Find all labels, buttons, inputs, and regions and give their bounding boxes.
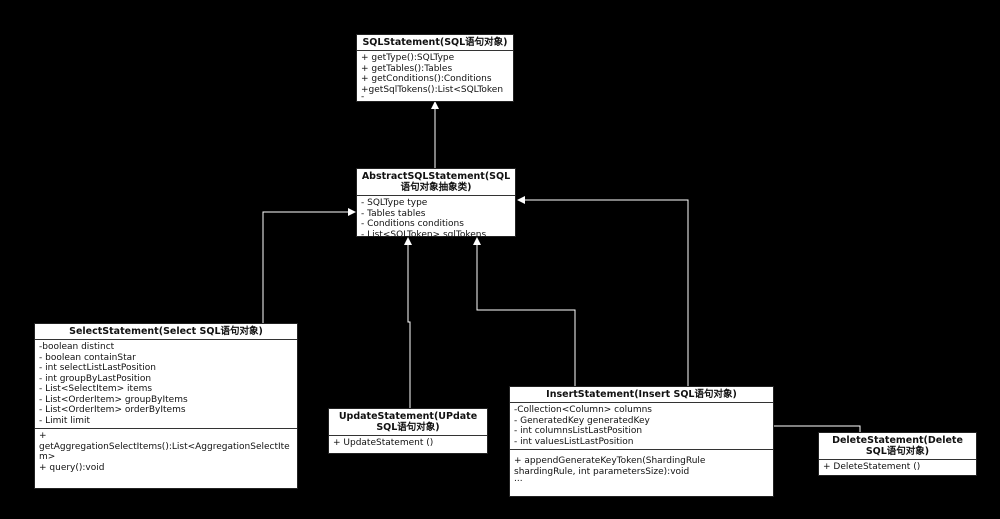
attribute-section: -boolean distinct - boolean containStar …	[35, 340, 297, 428]
attribute: - Limit limit	[39, 415, 91, 426]
method-section: + DeleteStatement ()	[819, 460, 976, 475]
attribute: - GeneratedKey generatedKey	[514, 415, 650, 426]
method: + query():void	[39, 462, 105, 473]
method: +getSqlTokens():List<SQLToken	[361, 84, 504, 95]
attribute: - int columnsListLastPosition	[514, 426, 643, 436]
attribute: - List<OrderItem> orderByItems	[39, 405, 186, 415]
attribute: - Conditions conditions	[361, 219, 464, 229]
attribute: -Collection<Column> columns	[514, 405, 652, 415]
attribute: - Tables tables	[361, 208, 426, 219]
attribute: - int valuesListLastPosition	[514, 436, 634, 447]
class-title: UpdateStatement(UPdate SQL语句对象)	[329, 409, 487, 436]
attribute: - int selectListLastPosition	[39, 363, 156, 373]
class-deletestatement: DeleteStatement(Delete SQL语句对象) + Delete…	[818, 432, 977, 476]
method-section: + UpdateStatement ()	[329, 436, 487, 451]
attribute: - int groupByLastPosition	[39, 373, 152, 384]
class-sqlstatement: SQLStatement(SQL语句对象) + getType():SQLTyp…	[356, 34, 514, 102]
class-insertstatement: InsertStatement(Insert SQL语句对象) -Collect…	[509, 386, 774, 497]
attribute: - List<SQLToken> sqlTokens	[361, 229, 487, 240]
method: + appendGenerateKeyToken(ShardingRule sh…	[514, 456, 706, 477]
method: ...	[514, 477, 523, 482]
method: + getType():SQLType	[361, 53, 455, 63]
inherit-select-to-abstract	[262, 208, 356, 323]
method: + DeleteStatement ()	[823, 462, 921, 472]
attribute: -boolean distinct	[39, 342, 115, 352]
method: +	[39, 431, 47, 441]
class-updatestatement: UpdateStatement(UPdate SQL语句对象) + Update…	[328, 408, 488, 454]
attribute: - boolean containStar	[39, 352, 136, 363]
class-title: DeleteStatement(Delete SQL语句对象)	[819, 433, 976, 460]
attribute-section: -Collection<Column> columns - GeneratedK…	[510, 403, 773, 449]
attribute: - List<OrderItem> groupByItems	[39, 394, 188, 405]
method: + getTables():Tables	[361, 63, 453, 74]
class-title: SQLStatement(SQL语句对象)	[357, 35, 513, 51]
class-abstract-sqlstatement: AbstractSQLStatement(SQL 语句对象抽象类) - SQLT…	[356, 168, 516, 240]
class-title: InsertStatement(Insert SQL语句对象)	[510, 387, 773, 403]
class-title: SelectStatement(Select SQL语句对象)	[35, 324, 297, 340]
method-section: + getAggregationSelectItems():List<Aggre…	[35, 428, 297, 475]
class-selectstatement: SelectStatement(Select SQL语句对象) -boolean…	[34, 323, 298, 489]
attribute: - List<SelectItem> items	[39, 384, 153, 394]
method-section: + appendGenerateKeyToken(ShardingRule sh…	[510, 449, 773, 484]
method: + getConditions():Conditions	[361, 74, 492, 84]
class-title: AbstractSQLStatement(SQL 语句对象抽象类)	[357, 169, 515, 196]
inherit-update-to-abstract	[404, 237, 412, 408]
attribute-section: - SQLType type - Tables tables - Conditi…	[357, 196, 515, 242]
method: -	[361, 95, 509, 99]
method-section: + getType():SQLType + getTables():Tables…	[357, 51, 513, 101]
attribute: - SQLType type	[361, 198, 428, 208]
inherit-insert-to-abstract	[473, 237, 576, 386]
method: + UpdateStatement ()	[333, 438, 434, 448]
method: getAggregationSelectItems():List<Aggrega…	[39, 441, 290, 463]
